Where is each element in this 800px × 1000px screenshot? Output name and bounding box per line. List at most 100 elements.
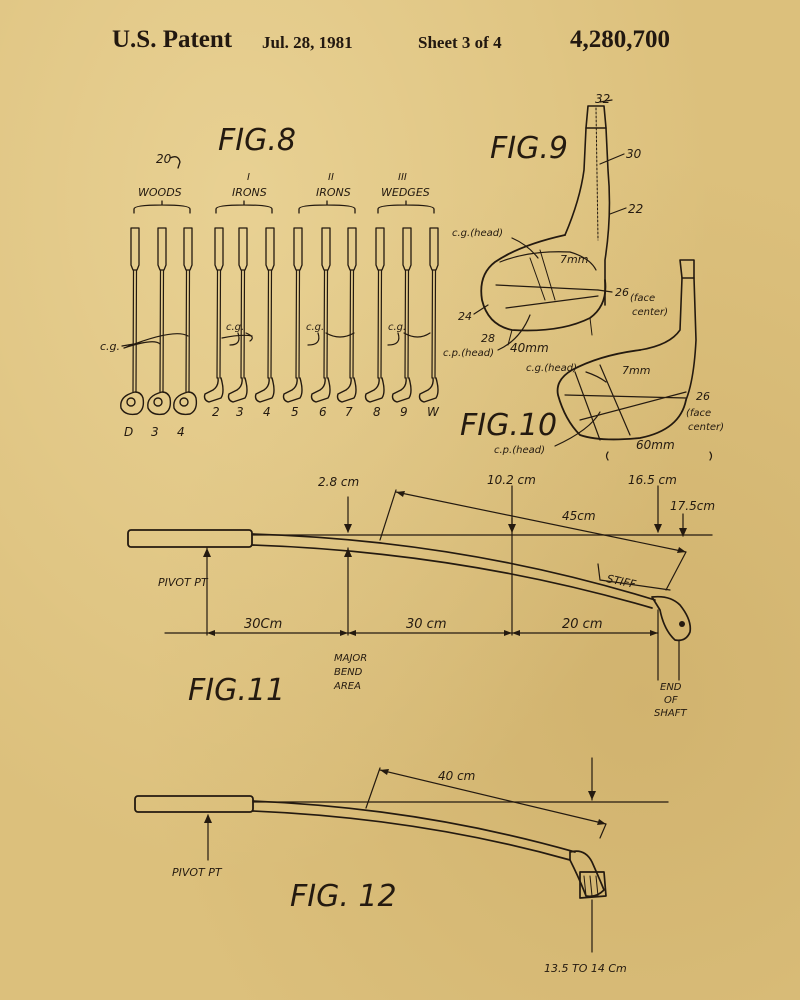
fig9-ref24-leader — [473, 304, 489, 315]
fig9-dim7: 7mm — [560, 253, 588, 266]
club-shaft — [377, 269, 383, 379]
fig8-cg-iron2-leaders — [307, 332, 355, 346]
fig11-d20: 20 cm — [562, 617, 603, 632]
fig11-major-2: BEND — [334, 667, 363, 678]
fig8-title: FIG.8 — [218, 123, 296, 158]
fig8-club-row — [120, 227, 439, 416]
fig9-ref28: 28 — [481, 332, 495, 345]
club-shaft — [267, 269, 273, 379]
fig10-ref26: 26 — [696, 390, 710, 403]
fig11-verticals — [206, 517, 680, 681]
fig11: 2.8 cm 10.2 cm 16.5 cm 17.5cm 45cm STIFF… — [127, 473, 715, 719]
fig9-ref22: 22 — [628, 202, 643, 216]
fig11-d30b: 30 cm — [406, 617, 447, 632]
club-head-wood — [147, 391, 172, 416]
fig11-d102: 10.2 cm — [487, 473, 536, 487]
fig11-grip — [127, 529, 253, 548]
fig11-title: FIG.11 — [188, 673, 285, 708]
fig9-axis — [595, 107, 599, 241]
club-label: 7 — [345, 405, 353, 419]
fig8-cg-iron1: c.g. — [226, 322, 244, 333]
club-head-iron — [391, 377, 412, 403]
club-shaft — [349, 269, 355, 379]
club-grip — [375, 227, 385, 271]
club-label: 4 — [263, 405, 271, 419]
fig12-vertical-arrow — [588, 791, 596, 800]
fig8-cg-label: c.g. — [100, 340, 120, 353]
fig8-ref: 20 — [156, 152, 172, 166]
fig9-ref24: 24 — [458, 310, 472, 323]
club-grip — [238, 227, 248, 271]
fig9-title: FIG.9 — [490, 131, 568, 166]
club-head-iron — [227, 377, 248, 403]
fig8-cg-iron1-leaders — [221, 332, 253, 346]
fig12-hosel — [569, 850, 605, 898]
club-head-iron — [364, 377, 385, 403]
club-head-iron — [418, 377, 439, 403]
fig11-shaft — [251, 533, 656, 609]
fig8-cg-wedge: c.g. — [388, 322, 406, 333]
fig8-ref-arrow — [169, 156, 181, 169]
fig12-clubhead — [579, 871, 607, 899]
club-head-wood — [173, 391, 198, 416]
fig10-face2: center) — [688, 422, 724, 433]
fig12-title: FIG. 12 — [290, 879, 397, 914]
fig11-pivot: PIVOT PT — [158, 576, 209, 589]
fig12-40cm-line — [365, 767, 607, 839]
fig12-pivot: PIVOT PT — [172, 866, 223, 879]
fig12-d40: 40 cm — [438, 769, 475, 783]
club-shaft — [185, 269, 191, 393]
fig11-arrow-lines — [347, 485, 684, 537]
club-grip — [429, 227, 439, 271]
fig10-head-outline — [556, 349, 687, 441]
fig12-shaft — [252, 800, 576, 861]
fig11-major-1: MAJOR — [334, 653, 367, 664]
fig9-ref22-leader — [609, 207, 627, 215]
club-shaft — [159, 269, 165, 393]
fig12-clubhead-grooves — [583, 875, 599, 897]
club-label: 6 — [319, 405, 327, 419]
fig12-pivot-arrow — [204, 814, 212, 823]
club-grip — [402, 227, 412, 271]
patent-date: Jul. 28, 1981 — [262, 33, 353, 52]
fig10-shaft-tip — [679, 259, 695, 279]
fig10-dim60: 60mm — [636, 438, 675, 452]
club-grip — [130, 227, 140, 271]
fig10-cp-head: c.p.(head) — [494, 445, 545, 456]
fig9-ref26: 26 — [615, 286, 629, 299]
club-grip — [347, 227, 357, 271]
club-shaft — [431, 269, 437, 379]
club-shaft — [216, 269, 222, 379]
fig8-numeral-1: I — [247, 172, 250, 183]
fig11-d30a: 30Cm — [244, 617, 282, 632]
fig8-numeral-2: II — [328, 172, 334, 183]
club-grip — [265, 227, 275, 271]
fig10-cp-leader — [554, 411, 601, 447]
club-label: 8 — [373, 405, 381, 419]
fig9-cp-leader — [497, 314, 531, 351]
fig9-ref26-leader — [597, 289, 613, 293]
fig9-dim40: 40mm — [510, 341, 549, 355]
fig11-d165: 16.5 cm — [628, 473, 677, 487]
club-grip — [157, 227, 167, 271]
fig11-clubhead — [651, 595, 692, 642]
club-grip — [321, 227, 331, 271]
club-head-iron — [336, 377, 357, 403]
fig9-hosel — [564, 127, 611, 306]
fig9: FIG.9 32 30 22 c.g.(head) 7mm 26 (face c… — [443, 92, 668, 359]
club-shaft — [323, 269, 329, 379]
fig8-group-irons-2: IRONS — [316, 186, 351, 199]
club-grip — [293, 227, 303, 271]
fig9-cg-leader — [511, 237, 539, 259]
fig8-group-wedges: WEDGES — [381, 186, 430, 199]
club-head-wood — [120, 391, 145, 416]
club-label: 2 — [212, 405, 220, 419]
fig8-numeral-3: III — [398, 172, 407, 183]
patent-label: U.S. Patent — [112, 26, 233, 53]
fig9-cg-head: c.g.(head) — [452, 228, 503, 239]
fig8-brackets — [133, 200, 435, 214]
fig9-head-detail — [495, 251, 599, 309]
fig12-range: 13.5 TO 14 Cm — [544, 962, 627, 975]
fig10-dim7: 7mm — [622, 364, 650, 377]
